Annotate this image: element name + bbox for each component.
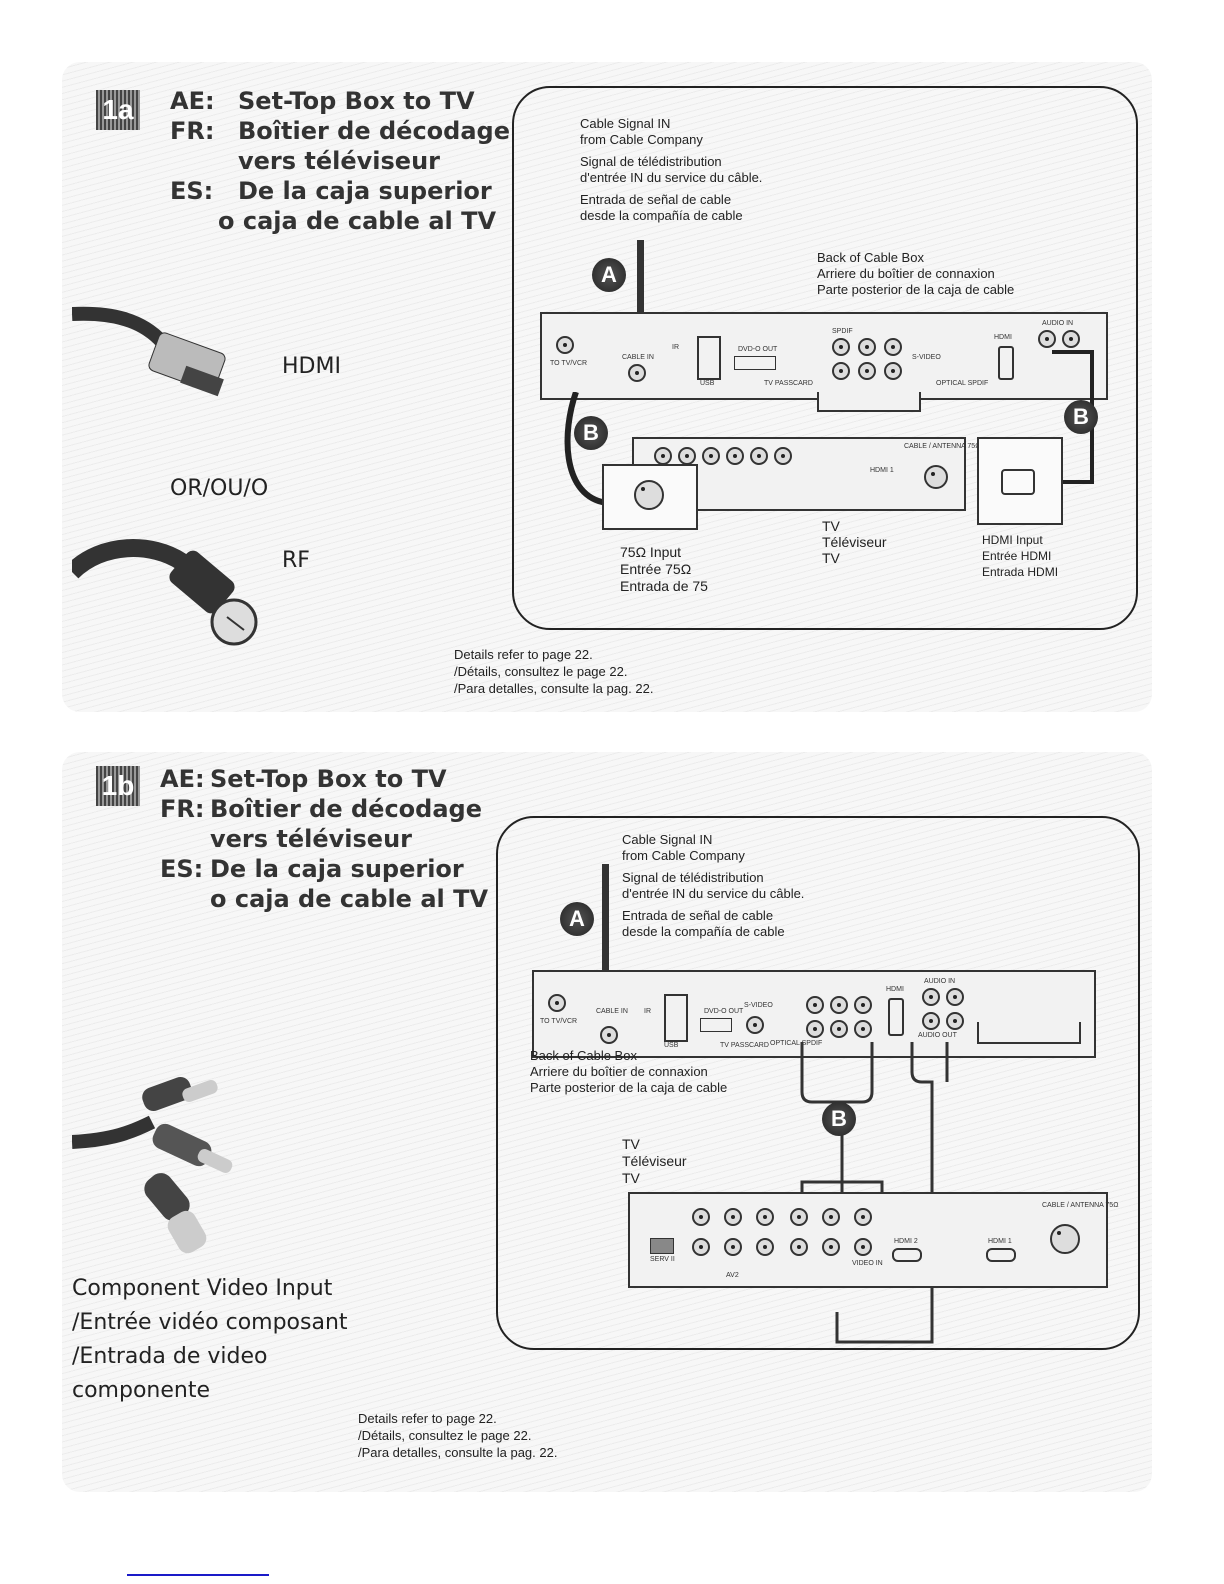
hdmi-input-label: HDMI Input Entrée HDMI Entrada HDMI	[982, 533, 1059, 579]
video-out-port	[884, 338, 902, 356]
input-75-label: 75Ω Input Entrée 75Ω Entrada de 75	[620, 544, 708, 594]
footer-rule	[127, 1574, 269, 1576]
dvd-out-port	[700, 1018, 732, 1032]
cable-box-back-panel: TO TV/VCR CABLE IN IR USB DVD-O OUT S-VI…	[532, 970, 1096, 1058]
marker-a: A	[560, 902, 594, 936]
tv-label: TV Téléviseur TV	[822, 518, 887, 566]
component-pr-port	[790, 1208, 808, 1226]
tv-back-panel: SERV II AV2 VIDEO IN HDMI 2 HDMI 1 CABLE…	[628, 1192, 1118, 1288]
component-y-port	[854, 1208, 872, 1226]
marker-b: B	[822, 1102, 856, 1136]
marker-b-right: B	[1064, 400, 1098, 434]
audio-in-r-port	[946, 988, 964, 1006]
pb-port	[858, 362, 876, 380]
serv-port	[650, 1238, 674, 1254]
usb-ports	[697, 336, 721, 380]
y-port	[806, 1020, 824, 1038]
rf-cable-path	[564, 392, 652, 505]
marker-b: B	[574, 416, 608, 450]
hdmi-port	[888, 998, 904, 1036]
pb-port	[830, 1020, 848, 1038]
cable-signal-in-label: Cable Signal IN from Cable Company Signa…	[580, 116, 763, 223]
hdmi-label: HDMI	[282, 354, 341, 379]
y-port	[832, 362, 850, 380]
cable-in-port	[628, 364, 646, 382]
usb-ports	[664, 994, 688, 1042]
cable-antenna-port	[1050, 1224, 1080, 1254]
signal-cable	[637, 240, 644, 320]
spdif-port	[832, 338, 850, 356]
cable-signal-in-label: Cable Signal IN from Cable Company Signa…	[622, 832, 805, 939]
rf-label: RF	[282, 548, 310, 573]
passcard-slot	[817, 392, 921, 412]
pr-port	[884, 362, 902, 380]
section-1b-title: AE:Set-Top Box to TV FR:Boîtier de décod…	[160, 765, 489, 913]
back-of-cable-box-label: Back of Cable Box Arriere du boîtier de …	[530, 1048, 728, 1095]
component-pb-port	[822, 1208, 840, 1226]
component-cable-image	[72, 1076, 233, 1254]
audio-out-r-port	[946, 1012, 964, 1030]
hdmi-input-zoom	[977, 437, 1063, 525]
rf-cable-image	[72, 539, 258, 646]
audio-in-l-port	[922, 988, 940, 1006]
s-video-port	[746, 1016, 764, 1034]
audio-out-l-port	[922, 1012, 940, 1030]
hdmi-out-port	[998, 346, 1014, 380]
hdmi-2-port	[892, 1248, 922, 1262]
dvd-out-port	[734, 356, 776, 370]
back-of-cable-box-label: Back of Cable Box Arriere du boîtier de …	[817, 250, 1015, 297]
pr-port	[854, 1020, 872, 1038]
diagram-frame-1b	[496, 816, 1140, 1350]
tv-label: TV Téléviseur TV	[622, 1136, 687, 1186]
section-1b: 1b AE:Set-Top Box to TV FR:Boîtier de dé…	[62, 752, 1152, 1492]
marker-a: A	[592, 258, 626, 292]
cable-box-back-panel: TO TV/VCR CABLE IN IR USB DVD-O OUT TV P…	[540, 312, 1108, 400]
details-note-1a: Details refer to page 22. /Détails, cons…	[454, 647, 654, 696]
signal-cable	[602, 864, 609, 974]
component-video-caption: Component Video Input /Entrée vidéo comp…	[72, 1276, 348, 1403]
section-1a-title: AE:Set-Top Box to TV FR:Boîtier de décod…	[170, 87, 510, 235]
tv-cable-antenna-port	[924, 465, 948, 489]
or-label: OR/OU/O	[170, 476, 269, 501]
rf-input-zoom	[602, 464, 698, 530]
section-1a: 1a AE:Set-Top Box to TV FR:Boîtier de dé…	[62, 62, 1152, 712]
cable-in-port	[600, 1026, 618, 1044]
audio-in-l-port	[1038, 330, 1056, 348]
video-in-port	[858, 338, 876, 356]
to-tv-vcr-port	[548, 994, 566, 1012]
passcard-slot	[977, 1022, 1081, 1044]
step-badge-1b: 1b	[96, 766, 140, 806]
to-tv-vcr-port	[556, 336, 574, 354]
hdmi-cable-image	[72, 306, 226, 397]
step-badge-1a: 1a	[96, 90, 140, 130]
hdmi-1-port	[986, 1248, 1016, 1262]
diagram-frame-1a	[512, 86, 1138, 630]
audio-in-r-port	[1062, 330, 1080, 348]
details-note-1b: Details refer to page 22. /Détails, cons…	[358, 1411, 558, 1460]
